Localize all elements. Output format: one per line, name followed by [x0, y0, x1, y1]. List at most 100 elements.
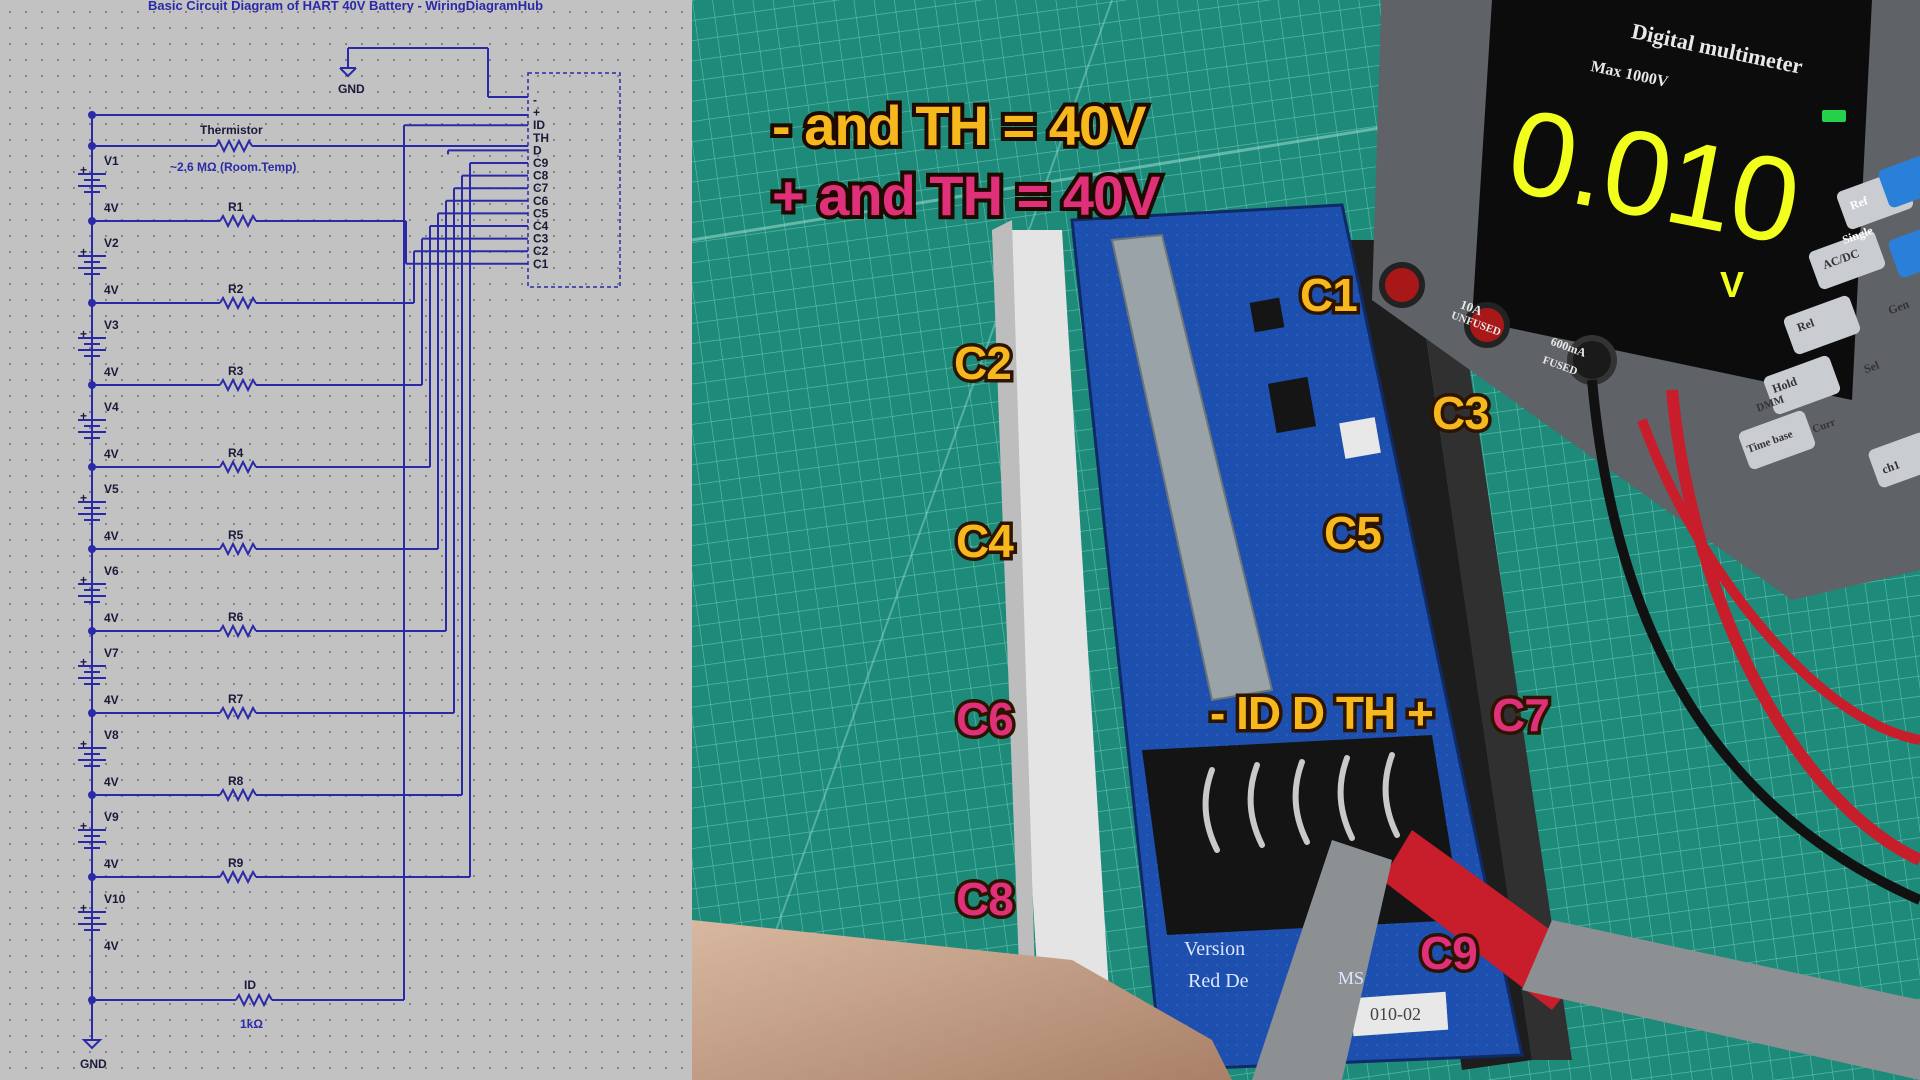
- resistor-name-r9: R9: [228, 856, 244, 870]
- cell-plus-sign: +: [80, 327, 87, 341]
- cell-voltage-v8: 4V: [104, 775, 119, 789]
- symbols: [78, 67, 357, 1050]
- board-text-red: Red De: [1188, 970, 1249, 992]
- resistor-name-r1: R1: [228, 200, 244, 214]
- cell-voltage-v9: 4V: [104, 857, 119, 871]
- board-text-code: 010-02: [1370, 1004, 1421, 1024]
- pin-label-minus: -: [533, 93, 537, 107]
- resistor-symbol: [219, 623, 257, 639]
- cell-plus-sign: +: [80, 491, 87, 505]
- photo-panel: - and TH = 40V + and TH = 40V Digital mu…: [692, 0, 1920, 1080]
- board-text-ms: MS: [1338, 968, 1365, 988]
- cell-name-v9: V9: [104, 810, 119, 824]
- cell-label-c9: C9: [1417, 927, 1482, 980]
- id-resistor-symbol: [235, 992, 273, 1008]
- cell-name-v2: V2: [104, 236, 119, 250]
- pin-label-c2: C2: [533, 244, 549, 258]
- junction-dot: [88, 545, 96, 553]
- cell-voltage-v2: 4V: [104, 283, 119, 297]
- junction-dot: [88, 142, 96, 150]
- pin-label-c9: C9: [533, 156, 549, 170]
- cell-plus-sign: +: [80, 655, 87, 669]
- pin-label-d: D: [533, 143, 542, 157]
- junction-dot: [88, 463, 96, 471]
- cell-holder: [992, 220, 1112, 1050]
- black-probe-lead: [1587, 379, 1920, 905]
- resistor-symbol: [219, 377, 257, 393]
- photo-illustration: [692, 0, 1920, 1080]
- header-line-2: + and TH = 40V: [768, 162, 1164, 230]
- junction-dot: [88, 299, 96, 307]
- cell-labels: V1+4VV2+4VV3+4VV4+4VV5+4VV6+4VV7+4VV8+4V…: [80, 154, 244, 953]
- hand: [692, 920, 1232, 1080]
- resistor-symbol: [219, 459, 257, 475]
- connector-box: [527, 72, 621, 288]
- header-line-1: - and TH = 40V: [768, 92, 1150, 160]
- schematic-title: Basic Circuit Diagram of HART 40V Batter…: [148, 0, 543, 13]
- resistor-symbol: [219, 213, 257, 229]
- resistor-symbol: [219, 295, 257, 311]
- gnd-top-arrow: [339, 67, 357, 78]
- pin-label-th: TH: [533, 131, 549, 145]
- gnd-bottom-label: GND: [80, 1057, 107, 1071]
- cell-name-v7: V7: [104, 646, 119, 660]
- thermistor-value: ~2.6 MΩ (Room.Temp): [170, 160, 296, 174]
- cell-plus-sign: +: [80, 573, 87, 587]
- multimeter-unit: V: [1720, 264, 1745, 305]
- junction-dot: [88, 996, 96, 1004]
- id-resistor-value: 1kΩ: [240, 1017, 263, 1031]
- cell-plus-sign: +: [80, 245, 87, 259]
- metal-shunt: [1110, 233, 1274, 702]
- cell-voltage-v1: 4V: [104, 201, 119, 215]
- cell-name-v3: V3: [104, 318, 119, 332]
- resistor-name-r5: R5: [228, 528, 244, 542]
- resistor-symbol: [219, 787, 257, 803]
- gnd-top-label: GND: [338, 82, 365, 96]
- resistor-symbol: [219, 541, 257, 557]
- cell-plus-sign: +: [80, 819, 87, 833]
- resistor-name-r6: R6: [228, 610, 244, 624]
- terminal-label: - ID D TH +: [1207, 687, 1438, 740]
- cell-plus-sign: +: [80, 737, 87, 751]
- cell-label-c3: C3: [1429, 387, 1494, 440]
- junction-dot: [88, 111, 96, 119]
- cell-label-c7: C7: [1489, 689, 1554, 742]
- cell-plus-sign: +: [80, 901, 87, 915]
- cell-voltage-v6: 4V: [104, 611, 119, 625]
- pin-label-c1: C1: [533, 257, 549, 271]
- cell-name-v5: V5: [104, 482, 119, 496]
- cell-label-c8: C8: [953, 873, 1018, 926]
- cell-plus-sign: +: [80, 163, 87, 177]
- cell-name-v1: V1: [104, 154, 119, 168]
- id-resistor-label: ID: [244, 978, 256, 992]
- junction-dot: [88, 627, 96, 635]
- cell-voltage-v7: 4V: [104, 693, 119, 707]
- pin-label-c8: C8: [533, 169, 549, 183]
- pin-label-c6: C6: [533, 194, 549, 208]
- junction-dot: [88, 791, 96, 799]
- resistor-name-r4: R4: [228, 446, 244, 460]
- resistor-name-r8: R8: [228, 774, 244, 788]
- pin-label-c3: C3: [533, 232, 549, 246]
- digital-multimeter: [1372, 0, 1920, 600]
- resistor-name-r3: R3: [228, 364, 244, 378]
- cell-name-v8: V8: [104, 728, 119, 742]
- cell-label-c4: C4: [953, 515, 1018, 568]
- resistor-name-r7: R7: [228, 692, 244, 706]
- resistor-name-r2: R2: [228, 282, 244, 296]
- pin-label-c5: C5: [533, 206, 549, 220]
- cell-voltage-v5: 4V: [104, 529, 119, 543]
- pin-label-id: ID: [533, 118, 545, 132]
- schematic-panel: Basic Circuit Diagram of HART 40V Batter…: [0, 0, 692, 1080]
- resistor-symbol: [219, 869, 257, 885]
- cell-label-c2: C2: [951, 337, 1016, 390]
- junction-dot: [88, 873, 96, 881]
- gnd-bottom-symbol: [81, 1039, 103, 1050]
- cell-label-c1: C1: [1297, 269, 1362, 322]
- junction-dot: [88, 381, 96, 389]
- cell-voltage-v3: 4V: [104, 365, 119, 379]
- circuit-diagram: Basic Circuit Diagram of HART 40V Batter…: [78, 0, 621, 1071]
- cell-voltage-v10: 4V: [104, 939, 119, 953]
- resistor-symbol: [219, 705, 257, 721]
- junction-dot: [88, 217, 96, 225]
